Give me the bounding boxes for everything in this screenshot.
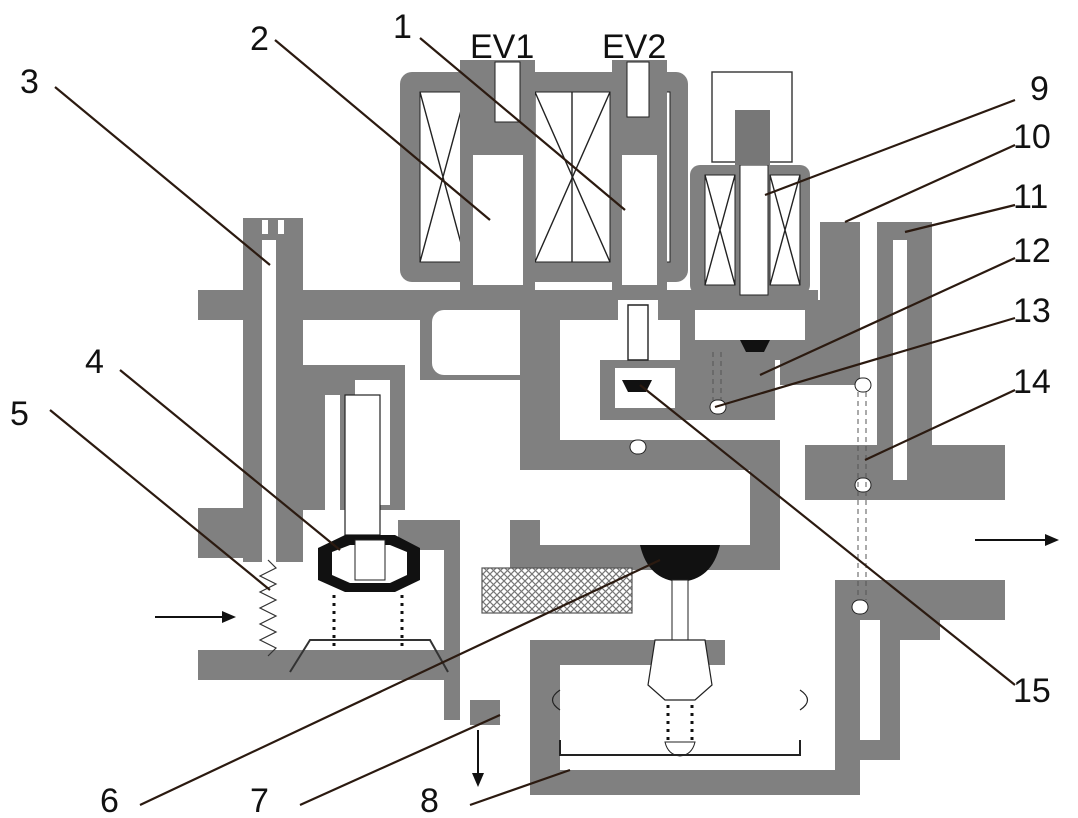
label-6: 6 bbox=[100, 782, 119, 818]
label-ev1: EV1 bbox=[470, 28, 534, 66]
arrow-right-icon bbox=[155, 611, 236, 623]
label-5: 5 bbox=[10, 395, 29, 433]
label-13: 13 bbox=[1013, 292, 1051, 330]
label-2: 2 bbox=[250, 20, 269, 58]
label-4: 4 bbox=[85, 343, 104, 381]
label-ev2: EV2 bbox=[602, 28, 666, 66]
arrow-right-icon bbox=[975, 534, 1059, 546]
label-14: 14 bbox=[1013, 363, 1051, 401]
label-8: 8 bbox=[420, 782, 439, 818]
regulator-4 bbox=[289, 394, 449, 673]
label-10: 10 bbox=[1013, 118, 1051, 156]
label-11: 11 bbox=[1013, 178, 1048, 216]
label-7: 7 bbox=[250, 782, 269, 818]
label-12: 12 bbox=[1013, 232, 1051, 270]
leader-lines bbox=[49, 37, 1016, 807]
label-3: 3 bbox=[20, 63, 39, 101]
label-9: 9 bbox=[1030, 70, 1049, 108]
solenoid-coil-housing bbox=[400, 60, 688, 455]
label-15: 15 bbox=[1013, 672, 1051, 710]
solenoid-9 bbox=[690, 71, 872, 615]
spring-5 bbox=[258, 559, 278, 657]
valve-body bbox=[198, 218, 1005, 795]
main-valve-6 bbox=[551, 545, 809, 757]
filter bbox=[481, 567, 633, 614]
label-1: 1 bbox=[393, 8, 412, 46]
arrow-down-icon bbox=[472, 730, 484, 787]
